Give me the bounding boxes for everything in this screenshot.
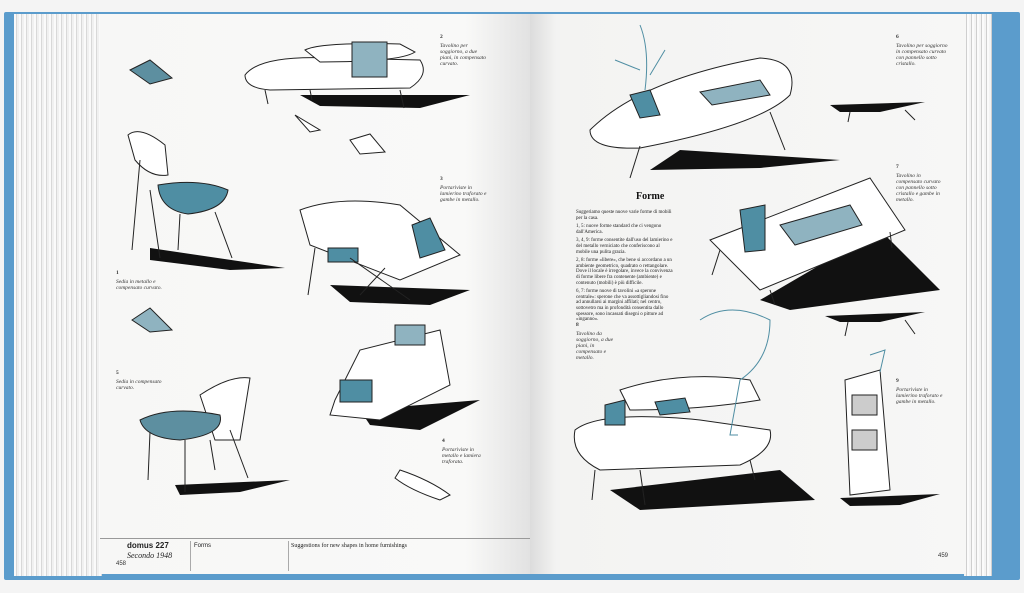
illustration-two-tier-table-2 <box>244 41 470 109</box>
footer-separator <box>190 541 191 571</box>
illustration-freeform-table-6 <box>589 24 840 179</box>
page-edges-right <box>964 14 992 576</box>
paragraph: 6, 7: forme nuove di tavolini «a sperone… <box>576 289 669 323</box>
illustration-table-7 <box>709 177 940 310</box>
page-number-left: 458 <box>116 561 127 567</box>
illustration-chair-5 <box>139 377 290 495</box>
illustration-book-object <box>131 307 174 333</box>
footer-section: Forms <box>194 543 211 549</box>
footer-separator <box>288 541 289 571</box>
illustration-small-objects <box>129 59 387 155</box>
paragraph: 3, 4, 9: forme consentite dall'uso del l… <box>576 238 673 255</box>
article-body: Suggeriamo queste nuove varie forme di m… <box>576 210 674 326</box>
footer-subtitle: Suggestions for new shapes in home furni… <box>291 543 407 549</box>
footer-rule <box>100 538 530 539</box>
illustration-chair-1 <box>127 131 285 270</box>
illustration-magazine-rack-3 <box>299 200 470 305</box>
page-edges-left <box>14 14 102 576</box>
illustration-low-table-right <box>830 102 925 123</box>
paragraph: 1, 5: nuove forme standard che ci vengon… <box>576 224 662 235</box>
footer-issue: Secondo 1948 <box>127 551 173 560</box>
paragraph: Suggeriamo queste nuove varie forme di m… <box>576 210 672 221</box>
illustration-low-table-right-2 <box>825 312 925 337</box>
illustration-two-tier-table-8 <box>573 309 815 510</box>
paragraph: 2, 8: forme «libere», che bene si accord… <box>576 258 673 286</box>
footer-magazine: domus 227 <box>127 541 169 550</box>
article-title: Forme <box>636 191 665 202</box>
page-number-right: 459 <box>938 553 949 559</box>
illustration-magazine-rack-9 <box>840 349 940 506</box>
illustration-magazine-rack-4 <box>329 324 480 501</box>
